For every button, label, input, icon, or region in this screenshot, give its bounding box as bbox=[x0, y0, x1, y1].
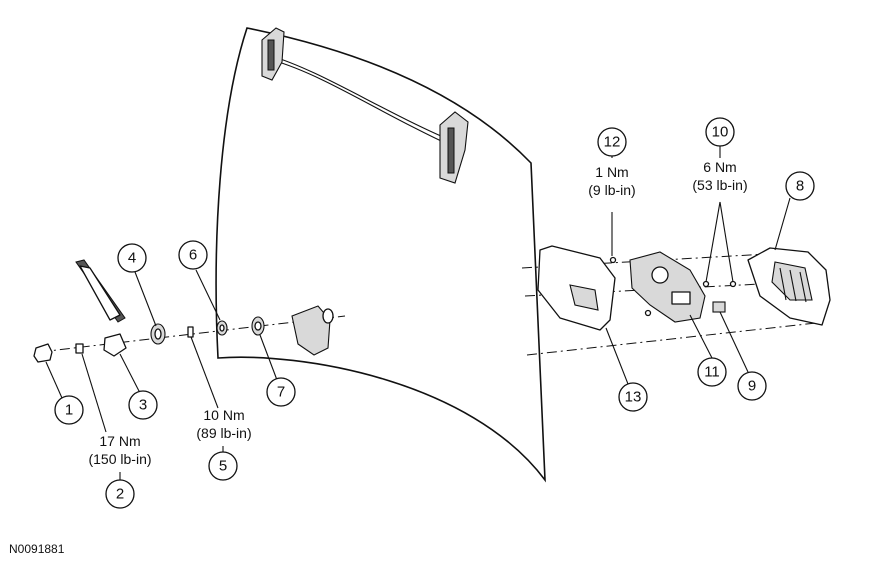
torque-spec-10: 6 Nm (53 lb-in) bbox=[692, 159, 747, 193]
torque-spec-12: 1 Nm (9 lb-in) bbox=[588, 164, 635, 198]
wiper-arm-nut bbox=[75, 343, 84, 354]
washer-small bbox=[187, 326, 194, 338]
callout-11: 11 bbox=[697, 357, 727, 387]
torque-2-lbin: (150 lb-in) bbox=[88, 451, 151, 467]
callout-13-label: 13 bbox=[625, 389, 642, 406]
callout-2-label: 2 bbox=[116, 486, 124, 503]
callout-7-label: 7 bbox=[277, 384, 285, 401]
callout-4-label: 4 bbox=[128, 250, 136, 267]
callout-9-label: 9 bbox=[748, 378, 756, 395]
grommet bbox=[150, 323, 166, 345]
wiper-arm-cap bbox=[33, 343, 53, 363]
seal bbox=[251, 316, 265, 336]
callout-7: 7 bbox=[266, 377, 296, 407]
wiper-arm-pivot bbox=[103, 333, 127, 357]
callout-6-label: 6 bbox=[189, 247, 197, 264]
wiper-blade bbox=[75, 259, 126, 323]
torque-2-nm: 17 Nm bbox=[99, 433, 140, 449]
fastener-bolts bbox=[609, 256, 737, 317]
motor-cover-inner bbox=[537, 245, 616, 331]
callout-8: 8 bbox=[785, 171, 815, 201]
torque-10-lbin: (53 lb-in) bbox=[692, 177, 747, 193]
callout-1-label: 1 bbox=[65, 402, 73, 419]
motor-connector bbox=[712, 301, 726, 313]
callout-3-label: 3 bbox=[139, 397, 147, 414]
leader-lines bbox=[45, 146, 791, 480]
callout-6: 6 bbox=[178, 240, 208, 270]
wiper-motor bbox=[629, 251, 706, 323]
callout-3: 3 bbox=[128, 390, 158, 420]
glass-hinge-center bbox=[439, 111, 469, 184]
glass-hinge-left bbox=[261, 27, 285, 81]
torque-12-lbin: (9 lb-in) bbox=[588, 182, 635, 198]
callout-9: 9 bbox=[737, 371, 767, 401]
callout-11-label: 11 bbox=[704, 364, 720, 381]
callout-4: 4 bbox=[117, 243, 147, 273]
callout-1: 1 bbox=[54, 395, 84, 425]
callout-5-label: 5 bbox=[219, 458, 227, 475]
torque-10-nm: 6 Nm bbox=[703, 159, 736, 175]
callout-10-label: 10 bbox=[712, 124, 729, 141]
shaft-boss bbox=[291, 305, 334, 356]
torque-spec-5: 10 Nm (89 lb-in) bbox=[196, 407, 251, 441]
liftgate-glass bbox=[215, 27, 546, 483]
washer bbox=[216, 320, 228, 336]
torque-5-lbin: (89 lb-in) bbox=[196, 425, 251, 441]
torque-12-nm: 1 Nm bbox=[595, 164, 628, 180]
callout-10: 10 bbox=[705, 117, 735, 147]
torque-5-nm: 10 Nm bbox=[203, 407, 244, 423]
callout-13: 13 bbox=[618, 382, 648, 412]
callout-8-label: 8 bbox=[796, 178, 804, 195]
callout-12: 12 bbox=[597, 127, 627, 157]
callout-12-label: 12 bbox=[604, 134, 621, 151]
torque-spec-2: 17 Nm (150 lb-in) bbox=[88, 433, 151, 467]
callout-2: 2 bbox=[105, 479, 135, 509]
outer-cover bbox=[747, 247, 831, 326]
callout-5: 5 bbox=[208, 451, 238, 481]
figure-id: N0091881 bbox=[9, 542, 65, 556]
